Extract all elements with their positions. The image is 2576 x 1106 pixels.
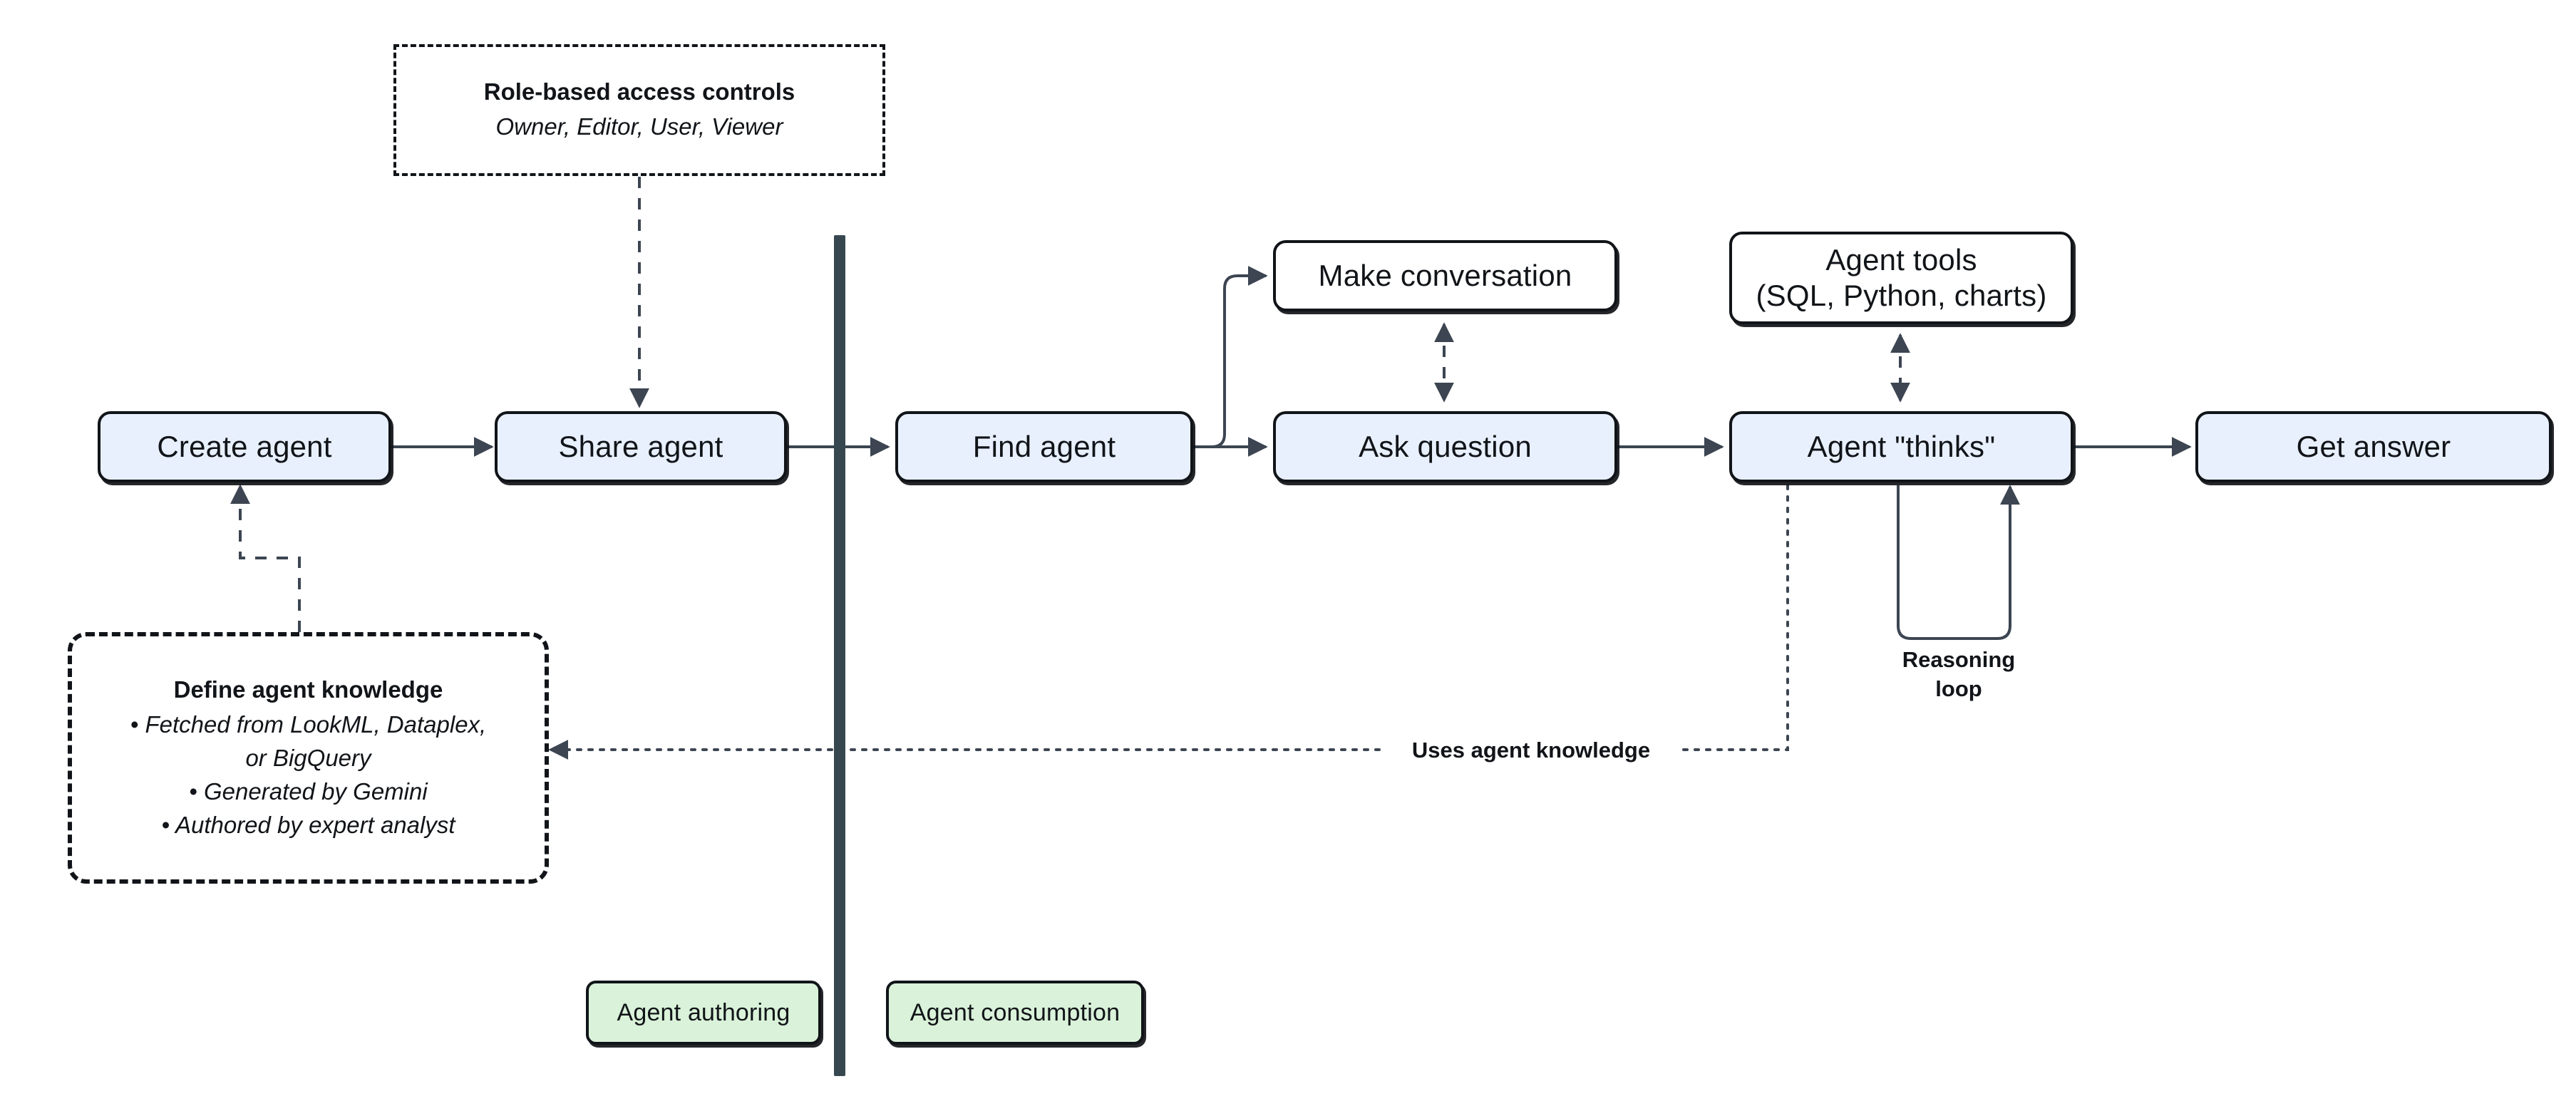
legend-agent-consumption-label: Agent consumption bbox=[910, 998, 1120, 1026]
list-item: • Authored by expert analyst bbox=[161, 811, 455, 838]
legend-agent-authoring-label: Agent authoring bbox=[617, 998, 790, 1026]
knowledge-title: Define agent knowledge bbox=[173, 676, 443, 703]
node-share-agent[interactable]: Share agent bbox=[495, 411, 787, 482]
node-agent-thinks[interactable]: Agent "thinks" bbox=[1729, 411, 2073, 482]
node-agent-tools-label-line2: (SQL, Python, charts) bbox=[1756, 279, 2047, 312]
legend-agent-authoring: Agent authoring bbox=[586, 981, 821, 1045]
connector-reasoning-loop bbox=[1897, 485, 2020, 640]
node-find-agent-label: Find agent bbox=[972, 430, 1116, 464]
authoring-consumption-divider bbox=[834, 235, 845, 1076]
node-ask-question[interactable]: Ask question bbox=[1273, 411, 1617, 482]
note-define-agent-knowledge: Define agent knowledge • Fetched from Lo… bbox=[68, 632, 549, 884]
node-get-answer[interactable]: Get answer bbox=[2195, 411, 2552, 482]
label-uses-agent-knowledge: Uses agent knowledge bbox=[1383, 736, 1679, 765]
node-create-agent[interactable]: Create agent bbox=[98, 411, 391, 482]
note-role-based-access-controls: Role-based access controls Owner, Editor… bbox=[393, 44, 885, 176]
knowledge-bullet-list: • Fetched from LookML, Dataplex, or BigQ… bbox=[130, 708, 486, 842]
node-find-agent[interactable]: Find agent bbox=[895, 411, 1193, 482]
node-share-agent-label: Share agent bbox=[558, 430, 723, 464]
node-agent-thinks-label: Agent "thinks" bbox=[1807, 430, 1996, 464]
connector-knowledge-to-create bbox=[230, 484, 301, 632]
connector-find-to-make-conversation bbox=[1193, 266, 1268, 448]
rbac-subtitle: Owner, Editor, User, Viewer bbox=[495, 113, 783, 140]
reasoning-loop-line2: loop bbox=[1935, 676, 1982, 701]
node-agent-tools-label-line1: Agent tools bbox=[1825, 243, 1977, 277]
label-reasoning-loop: Reasoning loop bbox=[1875, 646, 2043, 704]
node-agent-tools[interactable]: Agent tools (SQL, Python, charts) bbox=[1729, 232, 2073, 324]
node-ask-question-label: Ask question bbox=[1359, 430, 1532, 464]
reasoning-loop-line1: Reasoning bbox=[1902, 647, 2016, 672]
legend-agent-consumption: Agent consumption bbox=[886, 981, 1144, 1045]
node-create-agent-label: Create agent bbox=[157, 430, 332, 464]
connector-uses-agent-knowledge bbox=[548, 484, 1789, 760]
node-make-conversation[interactable]: Make conversation bbox=[1273, 240, 1617, 311]
list-item: • Fetched from LookML, Dataplex, bbox=[130, 711, 487, 738]
node-make-conversation-label: Make conversation bbox=[1318, 259, 1572, 293]
list-item: • Generated by Gemini bbox=[189, 777, 428, 805]
rbac-title: Role-based access controls bbox=[483, 78, 795, 105]
list-item: or BigQuery bbox=[245, 744, 371, 771]
node-get-answer-label: Get answer bbox=[2296, 430, 2451, 464]
